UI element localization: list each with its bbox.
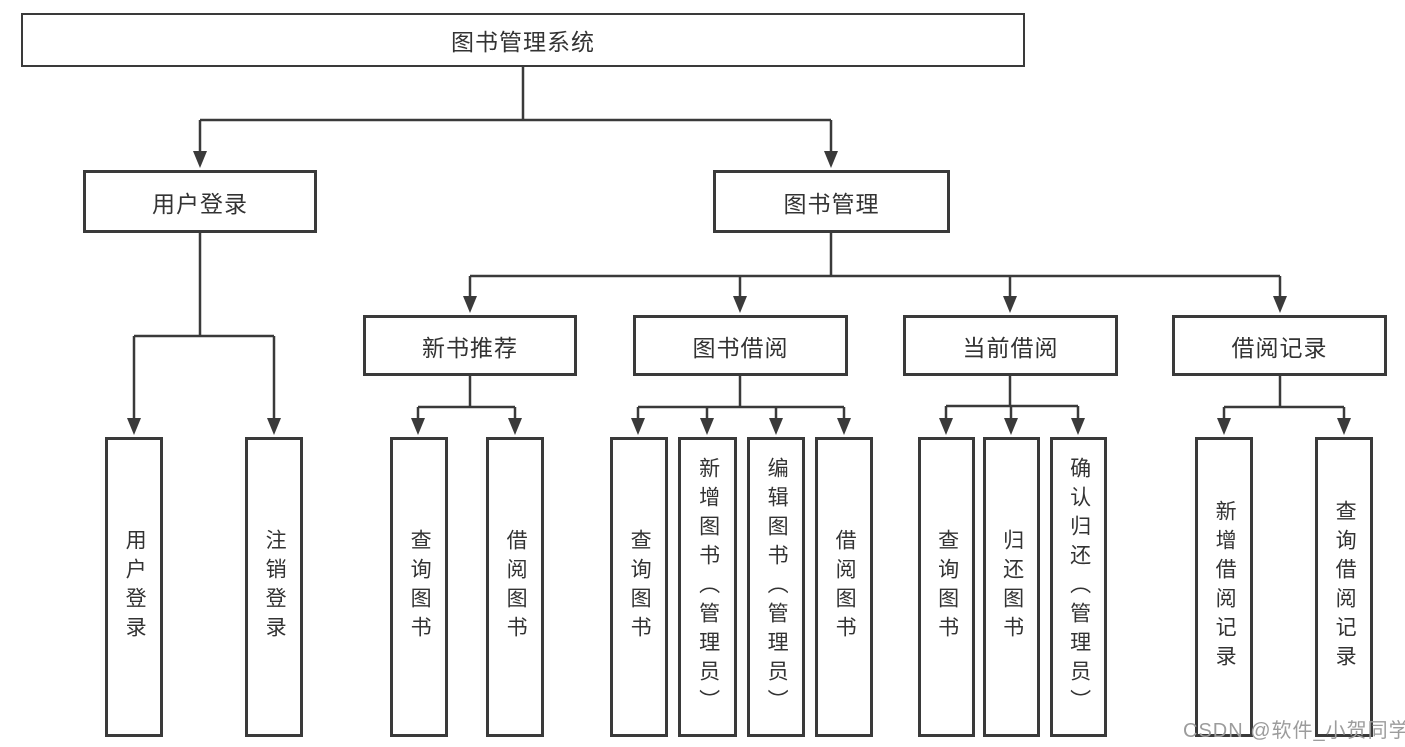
leaf-newbook-borrow-books-label: 借阅图书 [504, 529, 528, 645]
leaf-newbook-query-books-label: 查询图书 [408, 529, 432, 645]
leaf-return-books-label: 归还图书 [1000, 529, 1024, 645]
node-book-management-label: 图书管理 [783, 190, 880, 217]
node-book-borrow-label: 图书借阅 [692, 334, 789, 361]
leaf-current-query-books-label: 查询图书 [935, 529, 959, 645]
leaf-edit-books-admin-label: 编辑图书（管理员） [765, 456, 789, 718]
leaf-borrow-query-books: 查询图书 [610, 437, 668, 737]
leaf-confirm-return-admin: 确认归还（管理员） [1050, 437, 1107, 737]
connector-current-to-leaves [944, 376, 1080, 420]
leaf-user-login-label: 用户登录 [123, 529, 147, 645]
node-current-borrow-label: 当前借阅 [962, 334, 1059, 361]
leaf-borrow-borrow-books-label: 借阅图书 [833, 529, 857, 645]
leaf-add-books-admin: 新增图书（管理员） [678, 437, 737, 737]
leaf-add-borrow-record: 新增借阅记录 [1195, 437, 1253, 737]
leaf-user-login: 用户登录 [105, 437, 163, 737]
leaf-edit-books-admin: 编辑图书（管理员） [747, 437, 805, 737]
leaf-borrow-borrow-books: 借阅图书 [815, 437, 873, 737]
leaf-confirm-return-admin-label: 确认归还（管理员） [1067, 456, 1091, 718]
arrowheads [127, 151, 1351, 435]
leaf-current-query-books: 查询图书 [918, 437, 975, 737]
node-new-book-recommend-label: 新书推荐 [422, 334, 518, 361]
connector-newbook-to-leaves [416, 376, 517, 420]
leaf-logout: 注销登录 [245, 437, 303, 737]
connector-borrow-to-leaves [636, 376, 846, 420]
node-borrow-records-label: 借阅记录 [1231, 334, 1328, 361]
node-user-login: 用户登录 [83, 170, 317, 233]
node-book-management: 图书管理 [713, 170, 950, 233]
node-root-system-label: 图书管理系统 [451, 29, 595, 55]
leaf-add-books-admin-label: 新增图书（管理员） [696, 456, 720, 718]
leaf-add-borrow-record-label: 新增借阅记录 [1213, 500, 1237, 674]
leaf-borrow-query-books-label: 查询图书 [628, 529, 652, 645]
leaf-logout-label: 注销登录 [263, 529, 287, 645]
node-borrow-records: 借阅记录 [1172, 315, 1387, 376]
connector-userlogin-to-leaves [132, 233, 276, 420]
leaf-query-borrow-record-label: 查询借阅记录 [1333, 500, 1357, 674]
leaf-return-books: 归还图书 [983, 437, 1040, 737]
node-current-borrow: 当前借阅 [903, 315, 1118, 376]
node-user-login-label: 用户登录 [152, 190, 248, 217]
connector-root-to-level2 [198, 67, 833, 153]
leaf-query-borrow-record: 查询借阅记录 [1315, 437, 1373, 737]
csdn-watermark: CSDN @软件_小贺同学 [1183, 720, 1405, 742]
connector-records-to-leaves [1222, 376, 1346, 420]
leaf-newbook-query-books: 查询图书 [390, 437, 448, 737]
node-new-book-recommend: 新书推荐 [363, 315, 577, 376]
node-book-borrow: 图书借阅 [633, 315, 848, 376]
node-root-system: 图书管理系统 [21, 13, 1025, 67]
connector-bookmgmt-to-level3 [468, 233, 1282, 298]
leaf-newbook-borrow-books: 借阅图书 [486, 437, 544, 737]
